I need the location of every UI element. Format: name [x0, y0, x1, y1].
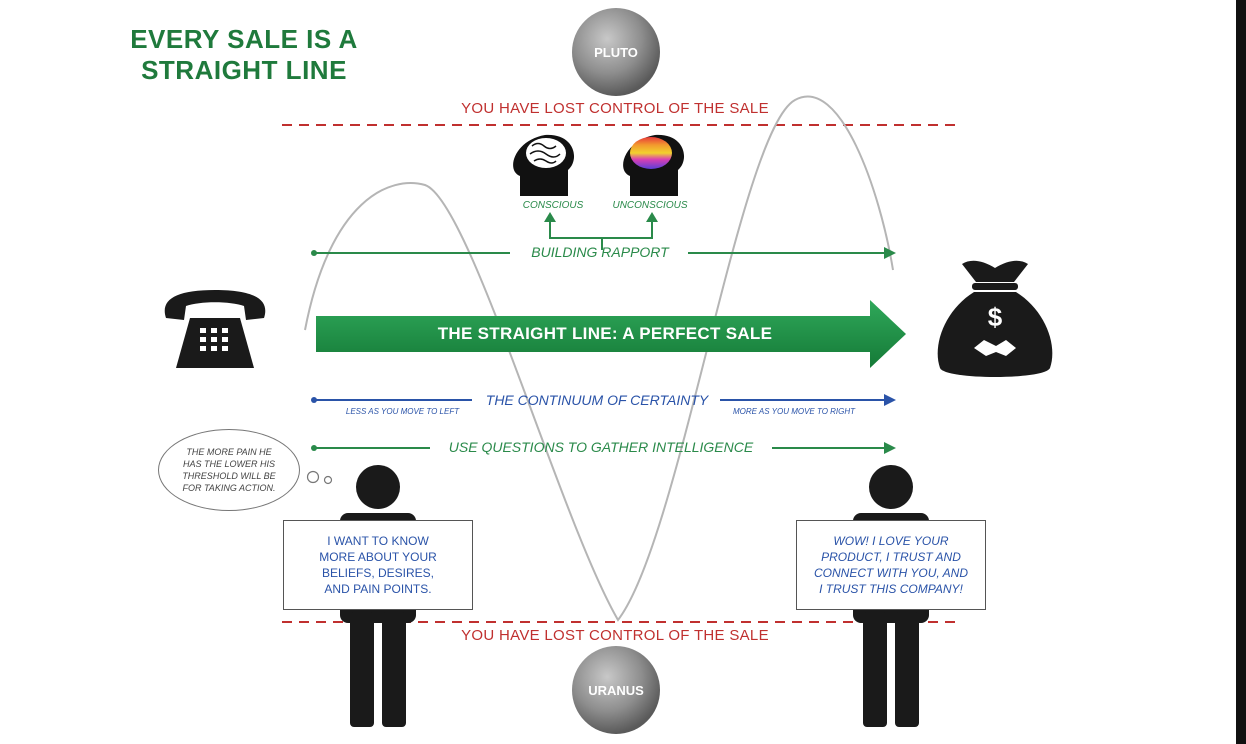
title-line-1: EVERY SALE IS A — [130, 24, 358, 54]
straight-line-label: THE STRAIGHT LINE: A PERFECT SALE — [437, 324, 773, 343]
building-rapport-arrow — [311, 247, 896, 259]
dollar-sign-icon: $ — [988, 302, 1003, 332]
mind-connector — [544, 212, 658, 250]
money-bag-icon: $ — [937, 260, 1053, 377]
conscious-head-icon — [513, 134, 575, 196]
uranus-sphere — [572, 646, 660, 734]
unconscious-label: UNCONSCIOUS — [612, 200, 688, 211]
pluto-label: PLUTO — [594, 45, 638, 60]
thought-dot-large — [306, 470, 320, 484]
straight-line-arrow — [316, 300, 906, 368]
sales-wave-curve — [304, 95, 894, 622]
continuum-arrow — [311, 394, 896, 406]
unconscious-head-icon — [623, 134, 685, 196]
telephone-icon — [164, 290, 266, 368]
continuum-left-label: LESS AS YOU MOVE TO LEFT — [345, 407, 460, 416]
diagram-title: EVERY SALE IS A STRAIGHT LINE — [104, 24, 384, 86]
right-edge-bar — [1236, 0, 1246, 744]
thought-bubble-text: THE MORE PAIN HE HAS THE LOWER HIS THRES… — [182, 447, 276, 493]
thought-bubble: THE MORE PAIN HE HAS THE LOWER HIS THRES… — [158, 429, 300, 511]
continuum-label: THE CONTINUUM OF CERTAINTY — [485, 392, 709, 408]
handshake-icon — [974, 340, 1016, 356]
building-rapport-label: BUILDING RAPPORT — [531, 244, 669, 260]
salesperson-sign: I WANT TO KNOW MORE ABOUT YOUR BELIEFS, … — [283, 520, 473, 610]
uranus-label: URANUS — [588, 683, 644, 698]
thought-dot-small — [323, 475, 333, 485]
lost-control-bottom-label: YOU HAVE LOST CONTROL OF THE SALE — [461, 627, 769, 644]
buyer-sign-text: WOW! I LOVE YOUR PRODUCT, I TRUST AND CO… — [813, 534, 968, 596]
buyer-sign: WOW! I LOVE YOUR PRODUCT, I TRUST AND CO… — [796, 520, 986, 610]
questions-arrow — [311, 442, 896, 454]
salesperson-sign-text: I WANT TO KNOW MORE ABOUT YOUR BELIEFS, … — [319, 534, 437, 596]
conscious-label: CONSCIOUS — [522, 200, 584, 211]
questions-label: USE QUESTIONS TO GATHER INTELLIGENCE — [448, 439, 754, 455]
lost-control-top-label: YOU HAVE LOST CONTROL OF THE SALE — [461, 100, 769, 117]
pluto-sphere — [572, 8, 660, 96]
title-line-2: STRAIGHT LINE — [141, 55, 347, 85]
continuum-right-label: MORE AS YOU MOVE TO RIGHT — [732, 407, 856, 416]
